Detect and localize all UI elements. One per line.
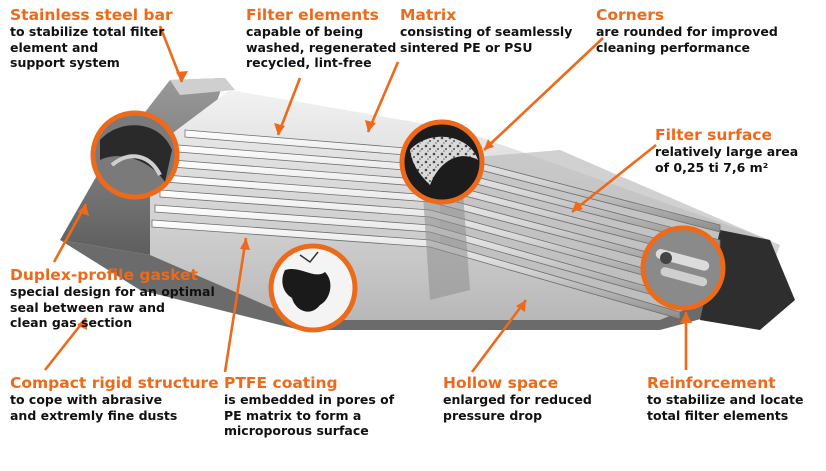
label-filter-surface: Filter surface relatively large area of … xyxy=(655,126,798,175)
label-body: is embedded in pores of PE matrix to for… xyxy=(224,392,395,438)
label-body: to stabilize and locate total filter ele… xyxy=(647,392,804,423)
label-matrix: Matrix consisting of seamlessly sintered… xyxy=(400,6,572,55)
label-title: Filter elements xyxy=(246,6,379,24)
leader-lines xyxy=(43,25,688,373)
label-filter-elements: Filter elements capable of being washed,… xyxy=(246,6,396,71)
label-compact-rigid-structure: Compact rigid structure to cope with abr… xyxy=(10,374,219,423)
label-ptfe-coating: PTFE coating is embedded in pores of PE … xyxy=(224,374,394,439)
label-body: are rounded for improved cleaning perfor… xyxy=(596,24,778,55)
label-title: Compact rigid structure xyxy=(10,374,219,392)
label-body: capable of being washed, regenerated rec… xyxy=(246,24,397,70)
label-reinforcement: Reinforcement to stabilize and locate to… xyxy=(647,374,803,423)
label-body: special design for an optimal seal betwe… xyxy=(10,284,215,330)
label-body: consisting of seamlessly sintered PE or … xyxy=(400,24,573,55)
leader-arrowheads xyxy=(77,71,692,330)
callout-steel-bar-circle xyxy=(90,110,180,200)
label-title: Hollow space xyxy=(443,374,559,392)
callout-ptfe-circle xyxy=(268,243,358,333)
label-stainless-steel-bar: Stainless steel bar to stabilize total f… xyxy=(10,6,173,71)
label-duplex-profile-gasket: Duplex-profile gasket special design for… xyxy=(10,266,215,331)
label-body: enlarged for reduced pressure drop xyxy=(443,392,592,423)
label-title: Reinforcement xyxy=(647,374,776,392)
label-body: to cope with abrasive and extremly fine … xyxy=(10,392,178,423)
label-hollow-space: Hollow space enlarged for reduced pressu… xyxy=(443,374,592,423)
callout-reinforcement-circle xyxy=(640,225,726,311)
label-title: Corners xyxy=(596,6,665,24)
label-corners: Corners are rounded for improved cleanin… xyxy=(596,6,778,55)
label-title: Duplex-profile gasket xyxy=(10,266,198,284)
callout-matrix-circle xyxy=(399,119,485,205)
label-body: relatively large area of 0,25 ti 7,6 m² xyxy=(655,144,799,175)
label-title: Stainless steel bar xyxy=(10,6,173,24)
label-title: Matrix xyxy=(400,6,457,24)
label-body: to stabilize total filter element and su… xyxy=(10,24,165,70)
label-title: Filter surface xyxy=(655,126,772,144)
label-title: PTFE coating xyxy=(224,374,338,392)
